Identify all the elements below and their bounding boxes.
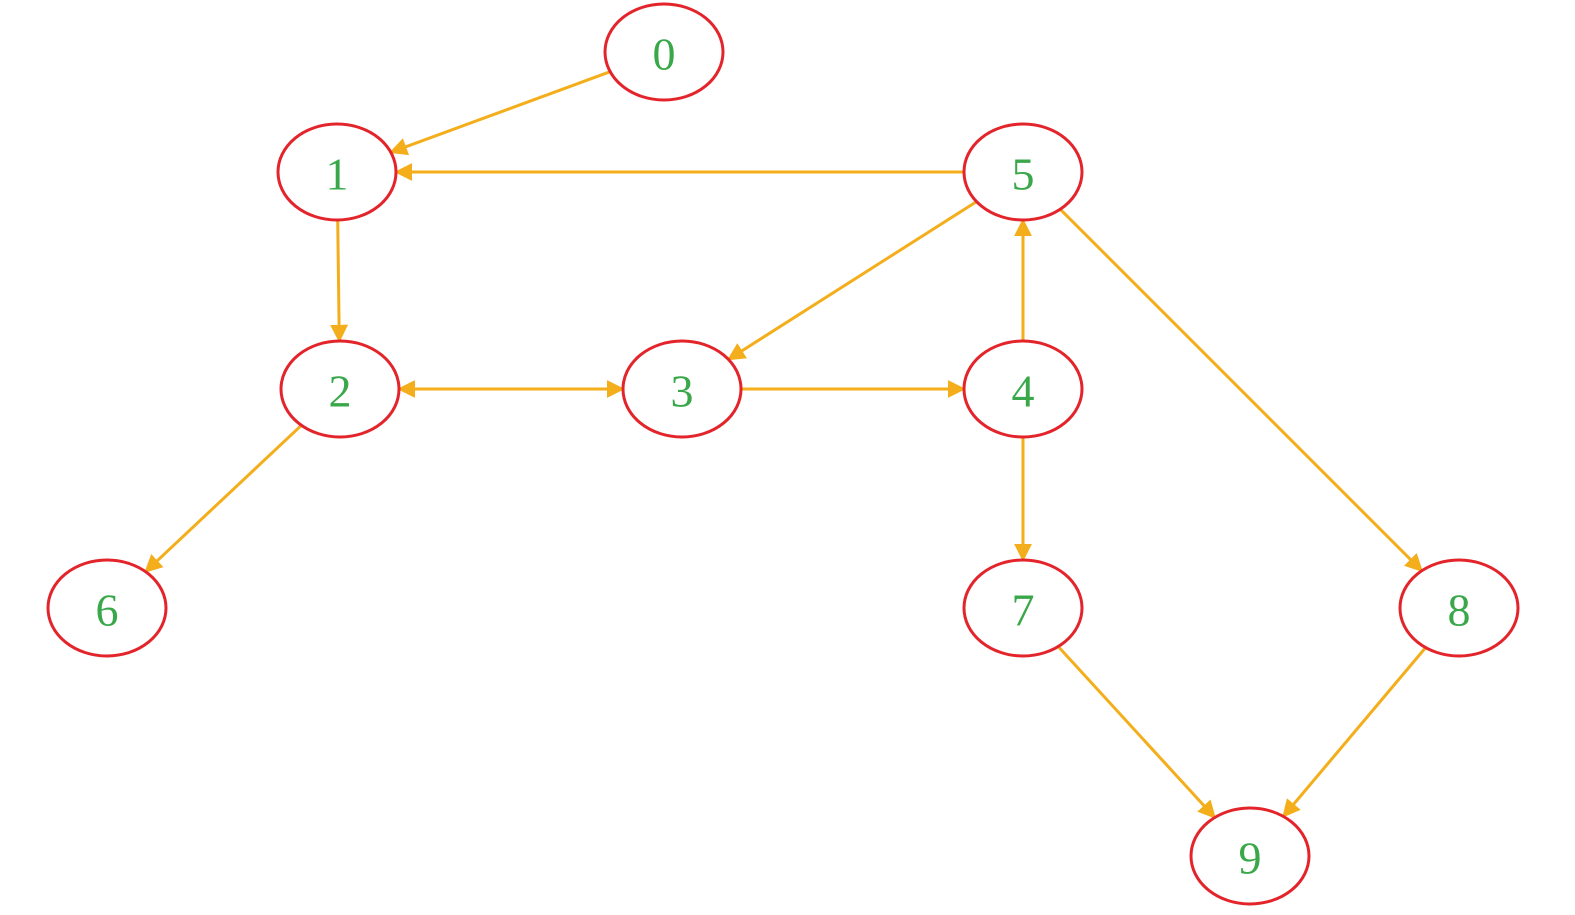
node-6: 6 xyxy=(46,558,168,658)
edge-5-to-8 xyxy=(1059,208,1424,573)
edge-8-to-9 xyxy=(1282,646,1427,818)
node-4-ellipse xyxy=(962,339,1084,439)
node-1-label: 1 xyxy=(326,149,349,200)
edge-7-to-9 xyxy=(1057,645,1217,819)
node-7-ellipse xyxy=(962,558,1084,658)
node-2: 2 xyxy=(279,339,401,439)
node-8-ellipse xyxy=(1398,558,1520,658)
node-5: 5 xyxy=(962,122,1084,222)
node-0-label: 0 xyxy=(653,29,676,80)
node-3-label: 3 xyxy=(671,366,694,417)
node-7-label: 7 xyxy=(1012,585,1035,636)
node-6-ellipse xyxy=(46,558,168,658)
node-9: 9 xyxy=(1189,806,1311,906)
node-0-ellipse xyxy=(603,2,725,102)
node-4-label: 4 xyxy=(1012,366,1035,417)
node-9-label: 9 xyxy=(1239,833,1262,884)
node-3: 3 xyxy=(621,339,743,439)
node-8-label: 8 xyxy=(1448,585,1471,636)
node-0: 0 xyxy=(603,2,725,102)
node-1-ellipse xyxy=(276,122,398,222)
nodes-layer: 0 1 2 3 4 5 6 7 8 9 xyxy=(46,2,1520,906)
node-6-label: 6 xyxy=(96,585,119,636)
node-9-ellipse xyxy=(1189,806,1311,906)
edge-5-to-3 xyxy=(726,200,978,361)
edge-0-to-1 xyxy=(389,70,611,156)
edge-2-to-6 xyxy=(144,424,303,573)
edge-1-to-2 xyxy=(330,219,349,343)
node-1: 1 xyxy=(276,122,398,222)
node-7: 7 xyxy=(962,558,1084,658)
node-5-ellipse xyxy=(962,122,1084,222)
node-2-label: 2 xyxy=(329,366,352,417)
node-8: 8 xyxy=(1398,558,1520,658)
edges-layer xyxy=(144,70,1427,819)
node-2-ellipse xyxy=(279,339,401,439)
node-5-label: 5 xyxy=(1012,149,1035,200)
node-4: 4 xyxy=(962,339,1084,439)
node-3-ellipse xyxy=(621,339,743,439)
